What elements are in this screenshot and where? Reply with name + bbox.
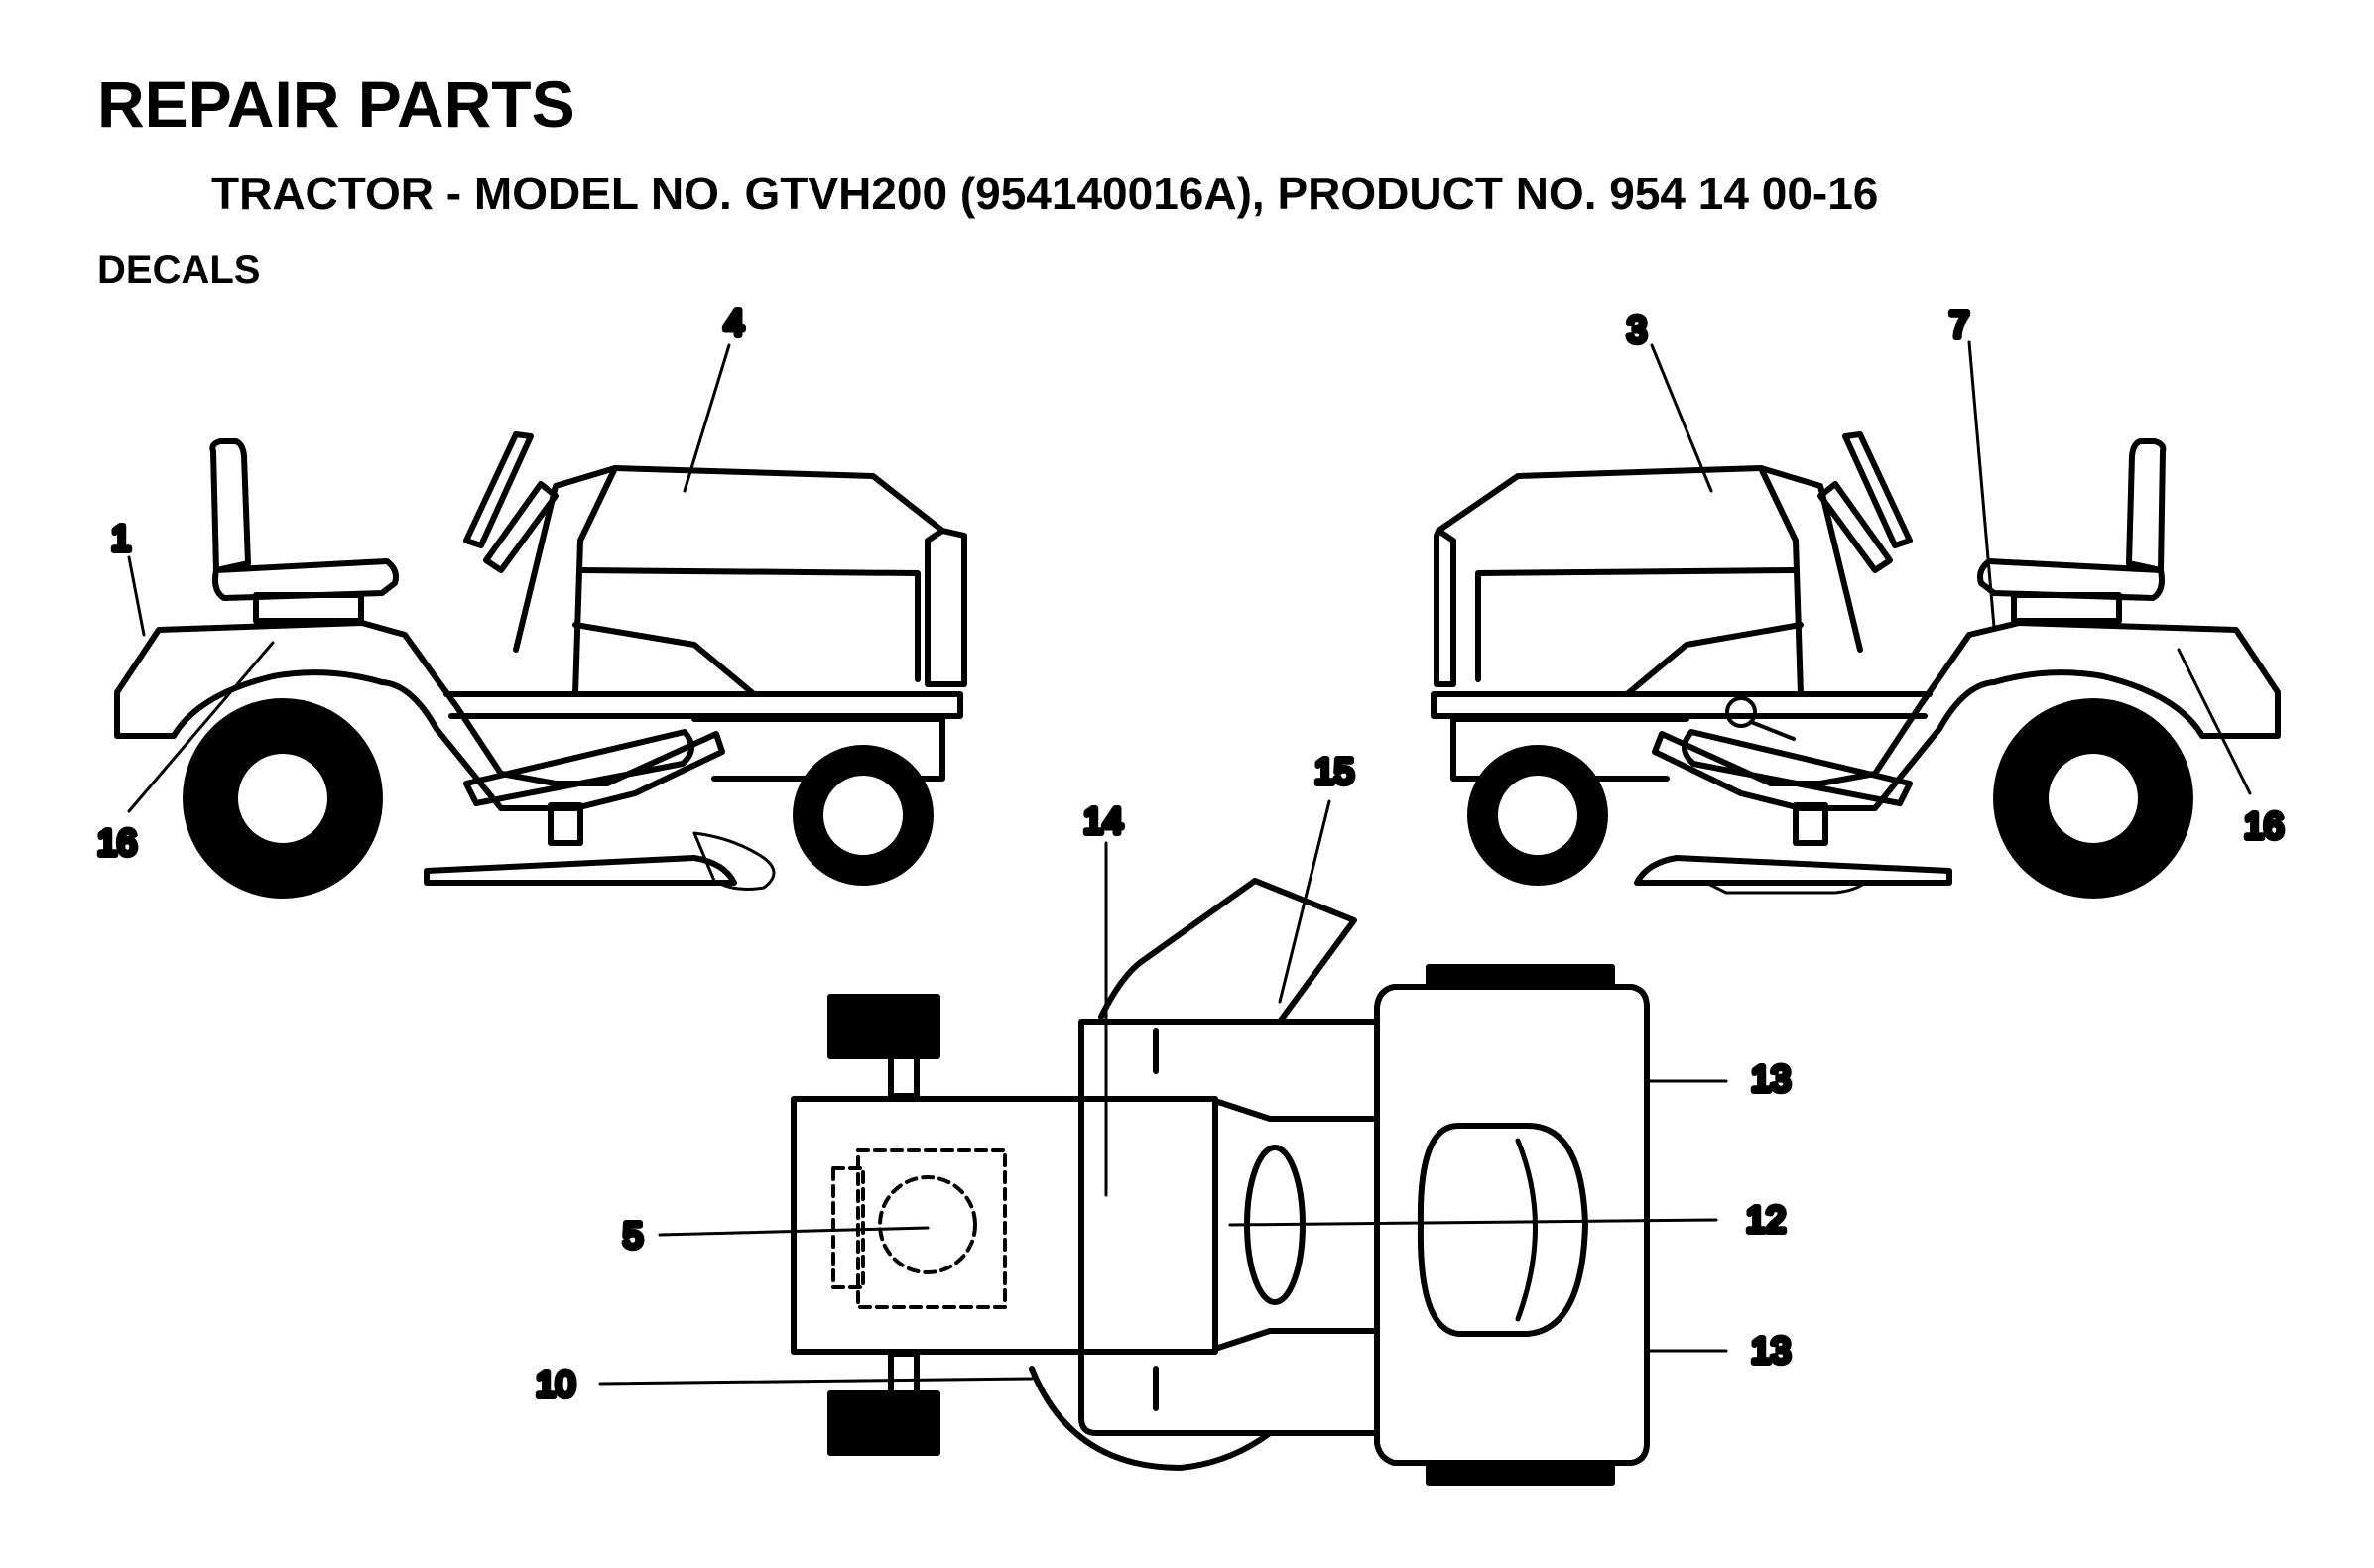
seat-cushion — [1977, 558, 2165, 601]
mower-deck-top — [1029, 1366, 1273, 1471]
callout-15: 15 — [1314, 751, 1354, 791]
front-axle-top — [888, 1053, 920, 1099]
callout-14: 14 — [1083, 800, 1123, 841]
deck-hanger — [463, 729, 694, 806]
seat-top-back — [1515, 1138, 1538, 1322]
callout-16-right: 16 — [2244, 805, 2284, 846]
deck-chute — [692, 831, 776, 891]
frame — [1431, 691, 1933, 719]
front-wheel-hub — [823, 776, 903, 855]
hood — [1434, 465, 1799, 687]
front-wheel-bottom — [827, 1390, 940, 1456]
callout-7: 7 — [1949, 304, 1969, 345]
lift-knob — [1725, 696, 1757, 728]
seat-top — [1417, 1123, 1588, 1337]
hood-side — [577, 567, 921, 682]
mower-deck — [424, 855, 737, 886]
callout-13-lower: 13 — [1751, 1330, 1791, 1371]
callout-4: 4 — [724, 302, 744, 343]
seat-base — [2011, 592, 2122, 624]
callout-13-upper: 13 — [1751, 1058, 1791, 1099]
rear-body — [1374, 984, 1650, 1466]
steering-wheel — [463, 431, 534, 548]
tractor-top-view — [598, 799, 1728, 1486]
frame — [443, 691, 963, 719]
callout-5: 5 — [623, 1215, 643, 1256]
steering-wheel — [1842, 431, 1913, 548]
seat-cushion — [212, 558, 399, 601]
filler-circle — [878, 1175, 977, 1274]
callout-16-left: 16 — [97, 822, 137, 863]
deck-hanger — [1682, 729, 1913, 806]
callout-3: 3 — [1627, 309, 1647, 350]
section-heading: DECALS — [97, 248, 261, 292]
rear-wheel-hub — [2049, 754, 2138, 843]
tractor-left-view — [114, 343, 967, 899]
seat-back — [2126, 438, 2167, 573]
hood-side — [1475, 567, 1799, 682]
side-panel — [1078, 1019, 1380, 1436]
deck-post — [548, 802, 583, 846]
hood — [577, 465, 967, 687]
discharge-chute — [1138, 878, 1357, 1025]
engine-side — [831, 1166, 865, 1289]
callout-1: 1 — [111, 518, 131, 558]
front-wheel-hub — [1498, 776, 1577, 855]
dash-top — [1212, 1098, 1380, 1352]
page-title: REPAIR PARTS — [97, 67, 575, 141]
mower-deck — [1634, 855, 1952, 886]
model-subtitle: TRACTOR - MODEL NO. GTVH200 (954140016A)… — [211, 168, 1879, 219]
callout-10: 10 — [536, 1364, 575, 1404]
deck-post — [1793, 802, 1828, 846]
hood-top — [791, 1096, 1218, 1355]
seat-base — [253, 592, 364, 624]
rear-fender — [114, 620, 725, 811]
rear-fender — [1652, 620, 2281, 811]
hood-grille — [1624, 622, 1804, 697]
seat-back — [209, 438, 251, 573]
tractor-right-view — [1431, 340, 2281, 899]
hood-grille — [572, 622, 757, 697]
callout-12: 12 — [1746, 1199, 1786, 1240]
deck-skirt — [1704, 881, 1867, 895]
front-axle-bottom — [888, 1351, 920, 1396]
rear-wheel-hub — [238, 754, 327, 843]
front-wheel-top — [827, 994, 940, 1059]
